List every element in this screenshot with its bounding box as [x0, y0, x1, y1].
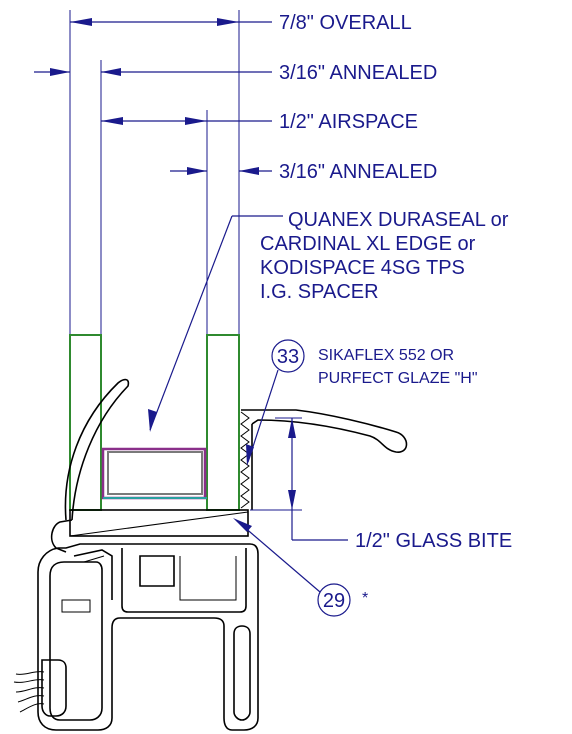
spacer-note-line-3: KODISPACE 4SG TPS [260, 257, 465, 279]
interior-glazing-bead [240, 409, 408, 510]
frame-extrusion [37, 543, 259, 731]
glass-bite-dimension: 1/2" GLASS BITE [250, 417, 512, 552]
callout-tag-29 [317, 583, 351, 617]
outer-glass-lite [69, 334, 102, 511]
setting-block-asterisk: * [362, 590, 368, 607]
exterior-glazing-stop [50, 378, 130, 553]
sealant-callout: 33 SIKAFLEX 552 OR PURFECT GLAZE "H" [246, 339, 478, 466]
overall-dimension-label: 7/8" OVERALL [279, 12, 412, 34]
spacer-note: QUANEX DURASEAL or CARDINAL XL EDGE or K… [148, 209, 509, 432]
glass-bite-label: 1/2" GLASS BITE [355, 530, 512, 552]
weep-brush [13, 671, 45, 713]
overall-dimension: 7/8" OVERALL [70, 12, 412, 34]
extension-lines [69, 10, 240, 335]
sealant-note-line-1: SIKAFLEX 552 OR [318, 347, 454, 364]
spacer-note-line-1: QUANEX DURASEAL or [288, 209, 509, 231]
airspace-dimension: 1/2" AIRSPACE [101, 111, 418, 133]
airspace-dimension-label: 1/2" AIRSPACE [279, 111, 418, 133]
inner-lite-dimension-label: 3/16" ANNEALED [279, 161, 437, 183]
setting-block [69, 509, 249, 537]
sealant-note-line-2: PURFECT GLAZE "H" [318, 370, 478, 387]
callout-tag-33 [271, 339, 305, 373]
setting-block-callout: 29 * [233, 518, 368, 617]
glass-lites [69, 334, 240, 511]
inner-lite-dimension: 3/16" ANNEALED [170, 161, 437, 183]
callout-tag-33-label: 33 [277, 346, 299, 368]
callout-tag-29-label: 29 [323, 590, 345, 612]
spacer-note-line-4: I.G. SPACER [260, 281, 379, 303]
ig-spacer [101, 447, 207, 500]
outer-lite-dimension: 3/16" ANNEALED [34, 62, 437, 84]
outer-lite-dimension-label: 3/16" ANNEALED [279, 62, 437, 84]
spacer-note-line-2: CARDINAL XL EDGE or [260, 233, 476, 255]
inner-glass-lite [206, 334, 240, 511]
